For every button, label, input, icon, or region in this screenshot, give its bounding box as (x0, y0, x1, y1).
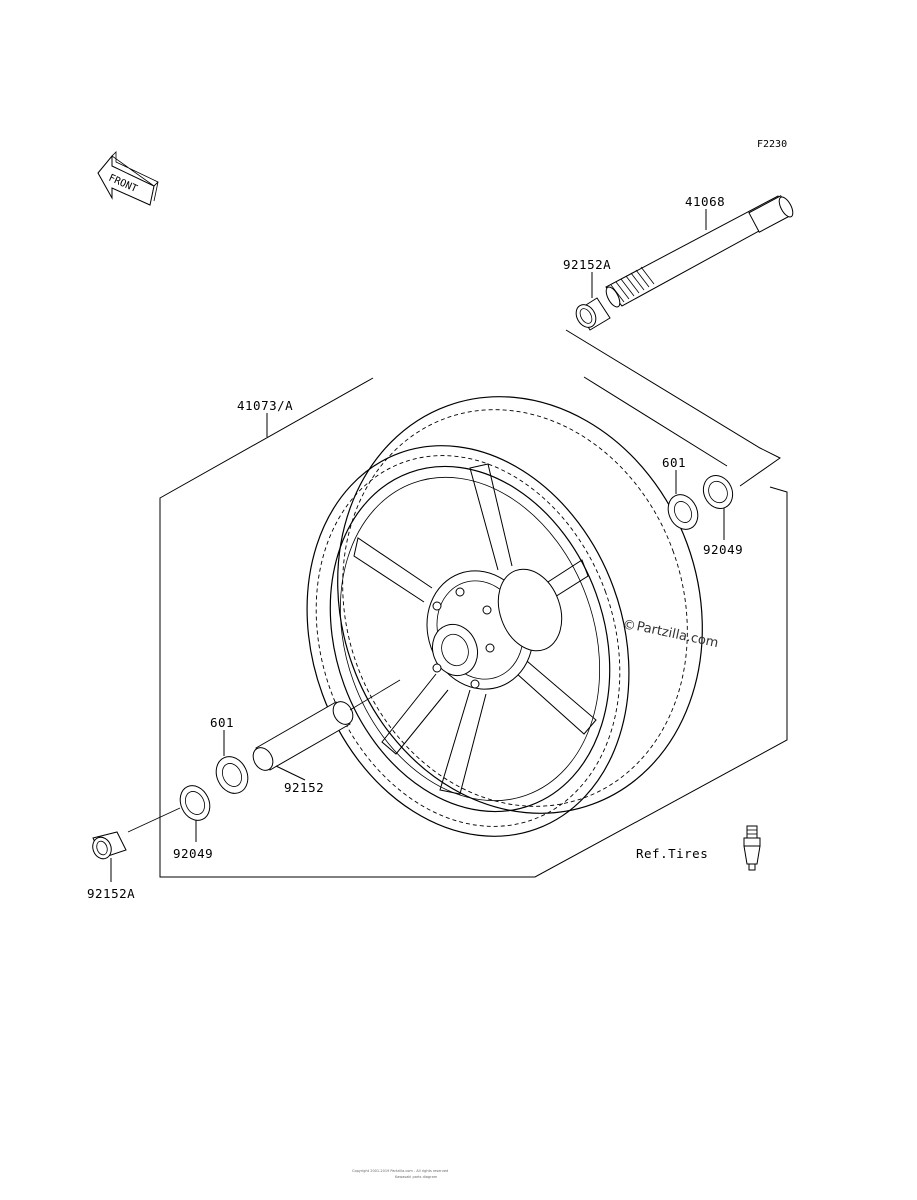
valve-stem-icon (743, 825, 761, 871)
bearing-right-601 (667, 494, 699, 530)
label-seal-left: 92049 (173, 846, 213, 861)
axle-41068 (605, 195, 794, 308)
spacer-92152 (252, 679, 401, 771)
watermark-copyright: © (621, 617, 637, 634)
label-collar-bottom: 92152A (87, 886, 135, 901)
label-bearing-right: 601 (662, 455, 686, 470)
collar-top-92152a (575, 272, 611, 331)
label-spacer: 92152 (284, 780, 324, 795)
label-wheel: 41073/A (237, 398, 293, 413)
label-bearing-left: 601 (210, 715, 234, 730)
label-collar-top: 92152A (563, 257, 611, 272)
assembly-frame (159, 329, 788, 878)
seal-left-92049 (179, 785, 211, 821)
footer-line-2: Kawasaki parts diagram (395, 1175, 438, 1179)
label-seal-right: 92049 (703, 542, 743, 557)
front-wheel-41073a (306, 396, 703, 837)
figure-code: F2230 (757, 139, 787, 150)
label-axle: 41068 (685, 194, 725, 209)
watermark: Partzilla.com (635, 619, 719, 651)
bearing-left-601 (215, 756, 249, 794)
seal-right-92049 (702, 474, 734, 510)
label-ref-tires: Ref.Tires (636, 846, 708, 861)
collar-bottom-92152a (92, 831, 127, 860)
front-arrow-icon: FRONT (97, 151, 159, 206)
footer-line-1: Copyright 2001-2019 Partzilla.com - All … (352, 1169, 448, 1173)
